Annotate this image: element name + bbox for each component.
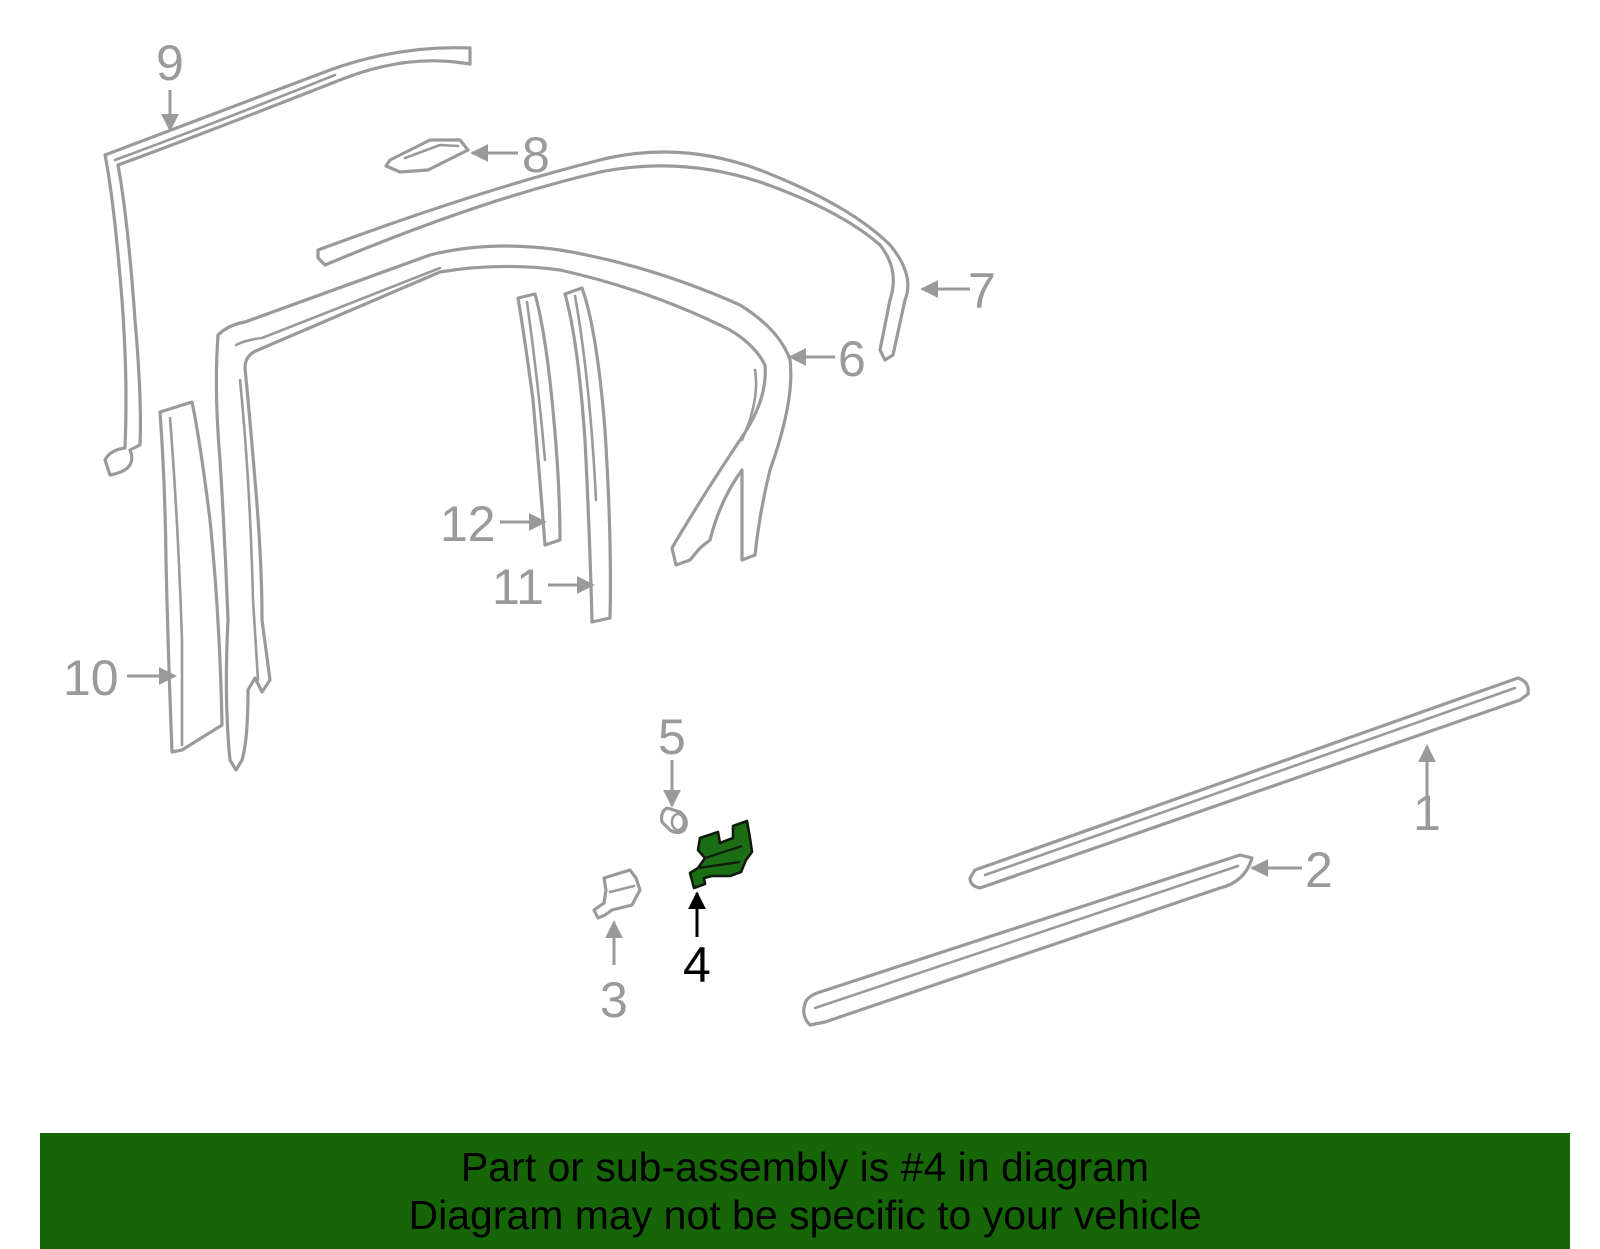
part-12-pillar-molding[interactable] <box>516 292 562 547</box>
callout-7: 7 <box>920 263 996 319</box>
part-1-belt-molding[interactable] <box>968 676 1530 890</box>
callout-10-label: 10 <box>63 650 119 706</box>
callout-11-label: 11 <box>492 559 544 615</box>
banner-line-2: Diagram may not be specific to your vehi… <box>408 1192 1202 1238</box>
callout-11: 11 <box>492 559 595 615</box>
callout-12: 12 <box>440 496 547 552</box>
callout-3: 3 <box>600 920 628 1028</box>
callout-2: 2 <box>1250 842 1333 898</box>
parts-diagram: 1 2 3 4 5 6 7 8 9 10 11 12 <box>63 35 1530 1028</box>
part-5-grommet[interactable] <box>659 806 688 835</box>
part-8-clip[interactable] <box>384 138 470 174</box>
callout-9: 9 <box>156 35 184 132</box>
banner-line-1: Part or sub-assembly is #4 in diagram <box>460 1144 1150 1190</box>
callout-5: 5 <box>658 709 686 808</box>
part-2-side-molding[interactable] <box>802 853 1254 1027</box>
callout-8: 8 <box>470 127 550 183</box>
callout-1: 1 <box>1413 744 1441 841</box>
callout-12-label: 12 <box>440 496 496 552</box>
callout-2-label: 2 <box>1305 842 1333 898</box>
callout-10: 10 <box>63 650 177 706</box>
part-9-roof-molding[interactable] <box>103 46 472 477</box>
part-10-pillar-cover[interactable] <box>158 400 224 754</box>
callout-9-label: 9 <box>156 35 184 91</box>
callout-8-label: 8 <box>522 127 550 183</box>
callout-5-label: 5 <box>658 709 686 765</box>
callout-3-label: 3 <box>600 972 628 1028</box>
callout-1-label: 1 <box>1413 785 1441 841</box>
callout-6-label: 6 <box>838 331 866 387</box>
callout-4-label: 4 <box>683 937 711 993</box>
part-11-pillar-molding[interactable] <box>563 286 613 624</box>
callout-4: 4 <box>683 891 711 993</box>
callout-7-label: 7 <box>968 263 996 319</box>
info-banner: Part or sub-assembly is #4 in diagram Di… <box>40 1133 1570 1249</box>
part-4-bracket[interactable] <box>688 819 754 890</box>
part-7-frame-molding[interactable] <box>316 150 910 362</box>
part-3-clip[interactable] <box>592 868 642 920</box>
part-6-weatherstrip[interactable] <box>214 244 793 772</box>
callout-6: 6 <box>788 331 866 387</box>
